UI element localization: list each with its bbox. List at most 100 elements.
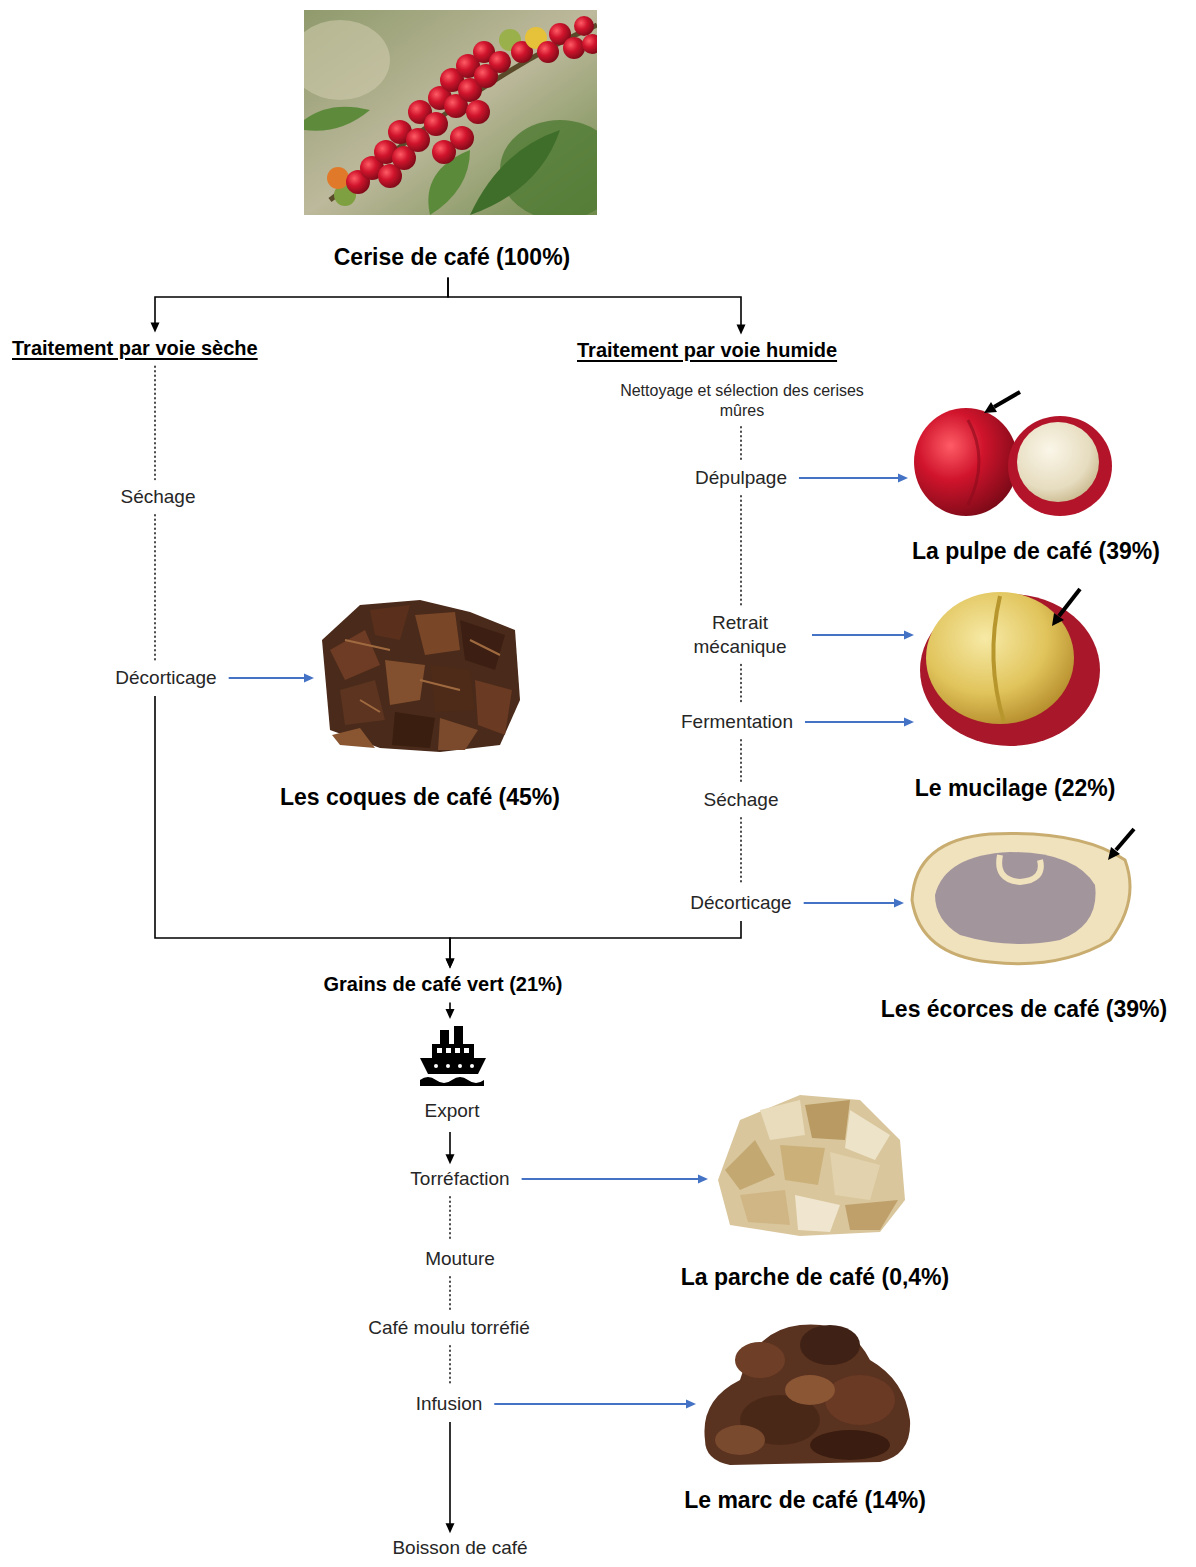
byproduct-arrow [812,631,914,640]
coffee-pulp-picture-part [994,392,1020,407]
coffee-parchment-husk-picture-part [935,852,1096,944]
arrow-head [151,323,160,333]
connector-line [450,921,741,961]
dotted-connector [155,367,156,480]
coffee-mucilage-picture-part [993,596,1004,722]
step-label: Séchage [703,788,778,812]
arrow-head [698,1175,708,1184]
coffee-mucilage-picture-part [1052,613,1064,626]
coffee-pulp-picture-part [1008,416,1112,516]
node-text: Café moulu torréfié [368,1316,530,1340]
end-label: Boisson de café [392,1536,527,1560]
step-label: Café moulu torréfié [368,1316,530,1340]
flow-arrow [151,277,449,332]
coffee-parchment-husk-picture-part [1116,829,1134,850]
coffee-husks-picture-part [392,712,435,748]
byproduct-arrow [229,674,314,683]
export-node: Export [418,1022,488,1126]
cargo-ship-icon-part [455,1048,460,1053]
node-text: La parche de café (0,4%) [681,1263,949,1292]
coffee-cherry-photo-part [537,41,559,63]
dotted-connector [741,496,742,605]
arrow-head [446,959,455,969]
node-text: Les écorces de café (39%) [881,995,1167,1024]
connector-line [229,677,306,679]
coffee-cherry-photo [304,10,597,215]
coffee-silverskin-picture-part [795,1195,840,1232]
dotted-connector [450,1197,451,1241]
byproduct-arrow [494,1400,696,1409]
cargo-ship-icon-part [470,1064,474,1068]
connector-line [154,367,156,480]
node-text: Export [425,1099,480,1123]
coffee-mucilage-picture-part [1059,589,1080,616]
coffee-cherry-photo-part [574,16,594,36]
connector-line [494,1403,688,1405]
connector-line [155,696,450,961]
coffee-cherry-photo-part [489,51,511,73]
arrow-head [894,899,904,908]
coffee-pulp-picture-part [914,408,1018,516]
step-label: Torréfaction [410,1167,509,1191]
spent-coffee-grounds-picture-part [785,1375,835,1405]
byproduct-arrow [522,1175,708,1184]
coffee-silverskin-picture-part [845,1110,890,1160]
connector-line [740,496,742,605]
dotted-connector [741,818,742,885]
arrow-head [446,1154,455,1164]
coffee-silverskin-picture-part [740,1190,790,1225]
byproduct-arrow [799,474,908,483]
spent-coffee-grounds-picture [704,1324,910,1465]
coffee-pulp-picture-part [1017,422,1099,502]
coffee-cherry-photo-part [406,128,430,152]
connector-line [449,1197,451,1241]
coffee-parchment-husk-picture-part [1108,847,1120,860]
cargo-ship-icon-part [432,1044,474,1058]
node-text: Séchage [120,485,195,509]
coffee-cherry-photo-part [432,140,456,164]
step-label: Décorticage [115,666,216,690]
node-text: Fermentation [681,710,793,734]
node-text: Cerise de café (100%) [334,243,571,272]
cargo-ship-icon-part [446,1048,451,1053]
flow-arrow [446,921,742,969]
node-text: Décorticage [115,666,216,690]
coffee-silverskin-picture [718,1095,905,1236]
cargo-ship-icon-part [434,1064,438,1068]
cargo-ship-icon-part [464,1048,469,1053]
coffee-silverskin-picture-part [725,1140,775,1190]
node-text: Nettoyage et sélection des cerises mûres [597,381,887,421]
step-label: Séchage [120,485,195,509]
dotted-connector [741,665,742,704]
cargo-ship-icon-part [437,1048,442,1053]
node-text: Dépulpage [695,466,787,490]
spent-coffee-grounds-picture-part [704,1324,910,1465]
coffee-husks-picture-part [322,600,520,752]
node-text: Infusion [416,1392,483,1416]
section-title: Traitement par voie humide [577,338,837,363]
connector-line [522,1178,700,1180]
connector-line [449,1132,451,1156]
coffee-parchment-husk-picture-part [912,834,1130,964]
coffee-silverskin-picture-part [830,1152,880,1200]
node-text: Traitement par voie humide [577,338,837,363]
step-label: Retrait mécanique [680,611,800,659]
coffee-cherry-photo-part [330,25,597,200]
arrow-head [446,959,455,969]
byproduct-node: Les écorces de café (39%) [908,828,1134,968]
spent-coffee-grounds-picture-part [715,1425,765,1455]
flow-arrow [155,696,455,969]
node-text: Décorticage [690,891,791,915]
coffee-silverskin-picture-part [805,1100,850,1140]
node-text: Retrait mécanique [680,611,800,659]
connector-line [740,818,742,885]
byproduct-node: Les coques de café (45%) [318,598,522,754]
node-text: Torréfaction [410,1167,509,1191]
coffee-husks-picture-part [345,640,500,712]
arrow-head [898,474,908,483]
coffee-parchment-husk-picture-part [999,855,1041,882]
coffee-pulp-picture-part [984,402,997,413]
node-text: La pulpe de café (39%) [912,537,1160,566]
dotted-connector [741,427,742,460]
flow-arrow [448,277,746,334]
